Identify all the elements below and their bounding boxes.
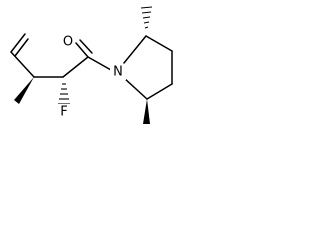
bond-c2-c1 (62, 56, 89, 78)
bond-vinyl-double-1 (10, 33, 26, 53)
fluorine-atom-label: F (60, 105, 67, 120)
vinyl-group (10, 33, 35, 78)
nitrogen-atom-label: N (113, 65, 123, 80)
pyrrolidine-ring (123, 35, 173, 100)
nitrogen-label-backdrop (110, 64, 126, 80)
wedge-bond-ring-methyl-bottom (143, 99, 150, 124)
oxygen-atom-label: O (63, 35, 73, 50)
hashed-bond-c2-fluorine (58, 83, 70, 105)
bond-c4ring-c5ring (146, 83, 173, 100)
bond-carbonyl-double-1 (75, 42, 89, 58)
bond-vinyl-to-c3 (10, 51, 35, 78)
bond-carbonyl-double-2 (79, 39, 93, 54)
bond-c2ring-c3ring (145, 35, 173, 52)
hashed-bond-ring-methyl-top (140, 6, 153, 29)
wedge-bond-c3-methyl (14, 77, 34, 104)
oxygen-label-backdrop (60, 34, 74, 50)
bond-c5ring-n (123, 77, 148, 100)
bond-vinyl-double-2 (14, 38, 29, 57)
bond-n-c2ring (123, 35, 147, 64)
fluorine-label-backdrop (57, 104, 71, 120)
chemical-structure-diagram: O N F (10, 6, 173, 124)
bond-c1-nitrogen (87, 56, 112, 71)
